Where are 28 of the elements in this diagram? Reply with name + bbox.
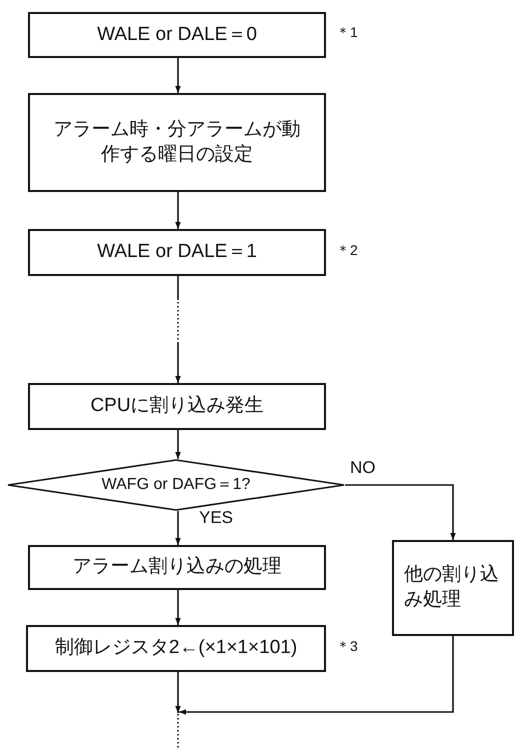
process-box [26,625,326,672]
node-text: WAFG or DAFG＝1? [102,474,250,495]
arrow [175,511,181,545]
footnote-mark: ＊3 [336,638,358,656]
arrow [175,672,181,713]
node-text: CPUに割り込み発生 [90,394,264,418]
decision-diamond [7,459,345,511]
arrow [175,192,181,229]
arrow [175,430,181,459]
arrow [175,276,181,383]
node-text: 制御レジスタ2←(×1×1×101) [54,636,298,660]
process-box [28,545,326,590]
node-text: アラーム割り込みの処理 [72,555,282,580]
process-box [28,229,326,276]
footnote-mark: ＊2 [336,242,358,260]
arrow [345,484,456,540]
arrow [175,58,181,93]
process-box [28,12,326,58]
arrow [179,636,454,715]
arrow [175,590,181,625]
node-text: WALE or DALE＝0 [97,22,257,47]
process-box [28,383,326,430]
node-text: アラーム時・分アラームが動作する曜日の設定 [52,118,302,166]
node-text: WALE or DALE＝1 [97,240,257,264]
process-box [392,540,514,636]
footnote-mark: ＊1 [336,24,358,42]
node-text: 他の割り込み処理 [404,563,500,612]
process-box [28,93,326,192]
